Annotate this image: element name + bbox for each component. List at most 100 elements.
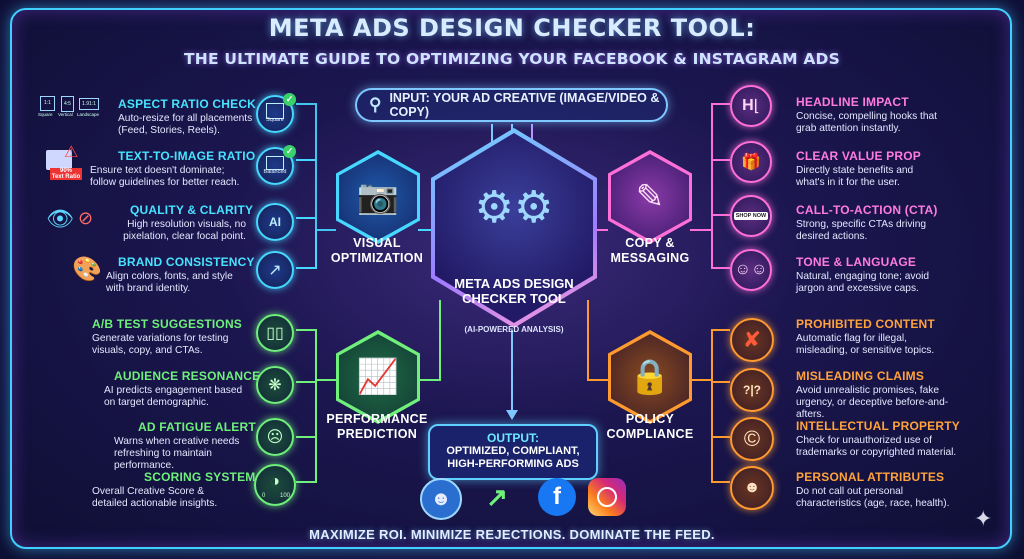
gauge-icon: ◑ 0 100 bbox=[254, 464, 296, 506]
feature-ab-test: A/B TEST SUGGESTIONS Generate variations… bbox=[92, 317, 307, 357]
chart-window-icon: ↗ bbox=[256, 251, 294, 289]
feature-scoring: SCORING SYSTEM Overall Creative Score & … bbox=[92, 470, 307, 510]
eye-icon: 👁 bbox=[46, 206, 74, 231]
feature-title: CLEAR VALUE PROP bbox=[796, 149, 921, 163]
ratio-code-square: 1:1 bbox=[40, 96, 55, 111]
center-subtitle: (AI-POWERED ANALYSIS) bbox=[464, 325, 564, 334]
feature-title: AD FATIGUE ALERT bbox=[138, 420, 256, 434]
feature-ip: INTELLECTUAL PROPERTY Check for unauthor… bbox=[796, 419, 1011, 459]
feature-desc: Avoid unrealistic promises, fake urgency… bbox=[796, 385, 949, 420]
output-box: OUTPUT: OPTIMIZED, COMPLIANT, HIGH-PERFO… bbox=[428, 424, 598, 480]
feature-desc: Ensure text doesn't dominate; follow gui… bbox=[90, 165, 240, 188]
output-label: OUTPUT: bbox=[487, 431, 539, 445]
feature-title: TONE & LANGUAGE bbox=[796, 255, 917, 269]
input-pill: ⚲ INPUT: YOUR AD CREATIVE (IMAGE/VIDEO &… bbox=[355, 88, 668, 122]
ratio-previews: 1:1 4:5 1.91:1 Square Vertical Landscape bbox=[38, 96, 100, 120]
feature-title: INTELLECTUAL PROPERTY bbox=[796, 419, 960, 433]
facebook-logo-icon: f bbox=[538, 478, 576, 516]
copyright-icon: © bbox=[730, 417, 774, 461]
feature-cta: CALL-TO-ACTION (CTA) Strong, specific CT… bbox=[796, 203, 1011, 243]
hub-policy-label: POLICY COMPLIANCE bbox=[606, 412, 694, 441]
feature-desc: Do not call out personal characteristics… bbox=[796, 486, 950, 509]
text-ratio-note: Text Ratio bbox=[51, 174, 81, 180]
feature-desc: Align colors, fonts, and style with bran… bbox=[106, 271, 233, 294]
emoji-icon: ☺☺ bbox=[730, 249, 772, 291]
text-ratio-warning-icon: ⚠ 90% Text Ratio bbox=[46, 144, 82, 180]
square-icon-label: Square bbox=[266, 117, 284, 123]
growth-chart-icon: 📈 bbox=[339, 334, 417, 420]
feature-title: ASPECT RATIO CHECK bbox=[118, 97, 257, 111]
check-icon: ✓ bbox=[283, 145, 296, 158]
brain-icon: ❋ bbox=[256, 366, 294, 404]
search-icon: ⚲ bbox=[369, 95, 382, 114]
question-boxes-icon: ?|? bbox=[730, 368, 774, 412]
feature-desc: Strong, specific CTAs driving desired ac… bbox=[796, 219, 927, 242]
feature-desc: Warns when creative needs refreshing to … bbox=[114, 436, 240, 471]
headline-icon: H⌊ bbox=[730, 85, 772, 127]
person-target-icon: ☻ bbox=[730, 466, 774, 510]
feature-headline: HEADLINE IMPACT Concise, compelling hook… bbox=[796, 95, 1011, 135]
palette-icon: 🎨 bbox=[72, 256, 102, 283]
feature-title: A/B TEST SUGGESTIONS bbox=[92, 317, 243, 331]
hub-performance-label: PERFORMANCE PREDICTION bbox=[326, 412, 428, 441]
page-title: META ADS DESIGN CHECKER TOOL: bbox=[268, 14, 756, 42]
page-subtitle: THE ULTIMATE GUIDE TO OPTIMIZING YOUR FA… bbox=[184, 50, 840, 68]
check-icon: ✓ bbox=[283, 93, 296, 106]
output-line-2: HIGH-PERFORMING ADS bbox=[447, 458, 579, 470]
feature-desc: AI predicts engagement based on target d… bbox=[104, 385, 243, 408]
square-icon: Square ✓ bbox=[256, 93, 296, 133]
gears-icon: ⚙⚙ bbox=[474, 183, 554, 232]
shield-lock-icon: 🔒 bbox=[611, 334, 689, 420]
center-title: META ADS DESIGN CHECKER TOOL bbox=[454, 276, 574, 306]
text-ratio-value: 90% bbox=[59, 168, 72, 174]
feature-desc: Automatic flag for illegal, misleading, … bbox=[796, 333, 935, 356]
feature-desc: Natural, engaging tone; avoid jargon and… bbox=[796, 271, 930, 294]
output-line-1: OPTIMIZED, COMPLIANT, bbox=[446, 445, 580, 457]
feature-title: AUDIENCE RESONANCE bbox=[114, 369, 261, 383]
ai-lens-icon: AI bbox=[256, 203, 294, 241]
feature-title: PERSONAL ATTRIBUTES bbox=[796, 470, 945, 484]
feature-audience: AUDIENCE RESONANCE AI predicts engagemen… bbox=[104, 369, 319, 409]
feature-title: PROHIBITED CONTENT bbox=[796, 317, 935, 331]
growth-arrow-icon: ↗ bbox=[486, 481, 508, 512]
feature-misleading: MISLEADING CLAIMS Avoid unrealistic prom… bbox=[796, 369, 1011, 421]
feature-brand: BRAND CONSISTENCY Align colors, fonts, a… bbox=[106, 255, 321, 295]
feature-title: HEADLINE IMPACT bbox=[796, 95, 909, 109]
feature-desc: Generate variations for testing visuals,… bbox=[92, 333, 229, 356]
tired-face-icon: ☹ bbox=[256, 418, 294, 456]
image-icon-label: Balanced bbox=[263, 169, 287, 175]
instagram-logo-icon bbox=[588, 478, 626, 516]
feature-desc: Auto-resize for all placements (Feed, St… bbox=[118, 113, 253, 136]
feature-desc: Concise, compelling hooks that grab atte… bbox=[796, 111, 938, 134]
ratio-code-landscape: 1.91:1 bbox=[79, 98, 99, 110]
gauge-max: 100 bbox=[279, 493, 290, 499]
feature-ad-fatigue: AD FATIGUE ALERT Warns when creative nee… bbox=[114, 420, 329, 472]
feature-aspect-ratio: ASPECT RATIO CHECK Auto-resize for all p… bbox=[118, 97, 333, 137]
tagline: MAXIMIZE ROI. MINIMIZE REJECTIONS. DOMIN… bbox=[309, 527, 715, 542]
phones-icon: ▯▯ bbox=[256, 314, 294, 352]
feature-text-ratio: TEXT-TO-IMAGE RATIO Ensure text doesn't … bbox=[90, 149, 305, 189]
ratio-code-vertical: 4:5 bbox=[61, 96, 74, 112]
feature-desc: Directly state benefits and what's in it… bbox=[796, 165, 914, 188]
feature-title: MISLEADING CLAIMS bbox=[796, 369, 925, 383]
hub-copy-label: COPY & MESSAGING bbox=[610, 236, 690, 265]
feature-personal: PERSONAL ATTRIBUTES Do not call out pers… bbox=[796, 470, 1011, 510]
ratio-label-landscape: Landscape bbox=[77, 112, 100, 117]
feature-title: SCORING SYSTEM bbox=[144, 470, 256, 484]
feature-title: QUALITY & CLARITY bbox=[130, 203, 254, 217]
feature-tone: TONE & LANGUAGE Natural, engaging tone; … bbox=[796, 255, 1011, 295]
feature-prohibited: PROHIBITED CONTENT Automatic flag for il… bbox=[796, 317, 1011, 357]
feature-quality: QUALITY & CLARITY High resolution visual… bbox=[116, 203, 331, 243]
feature-desc: Check for unauthorized use of trademarks… bbox=[796, 435, 957, 458]
image-icon: Balanced ✓ bbox=[256, 145, 296, 185]
ratio-label-vertical: Vertical bbox=[58, 112, 73, 117]
shop-now-label: SHOP NOW bbox=[733, 212, 769, 220]
gauge-min: 0 bbox=[262, 493, 266, 499]
user-avatar-icon: ☻ bbox=[420, 478, 462, 520]
ratio-label-square: Square bbox=[38, 112, 53, 117]
feature-value-prop: CLEAR VALUE PROP Directly state benefits… bbox=[796, 149, 1011, 189]
eye-slash-icon: ⊘ bbox=[78, 208, 94, 228]
feature-desc: Overall Creative Score & detailed action… bbox=[92, 486, 218, 509]
neon-frame bbox=[10, 8, 1012, 549]
hub-visual-label: VISUAL OPTIMIZATION bbox=[330, 236, 424, 265]
